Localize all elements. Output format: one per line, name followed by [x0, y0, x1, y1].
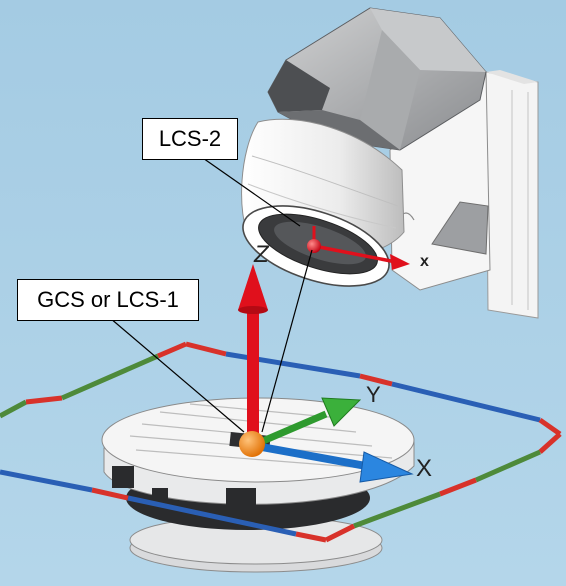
lcs1-x-label: X — [416, 455, 432, 482]
lcs1-triad — [238, 264, 414, 483]
gcs-callout: GCS or LCS-1 — [17, 279, 199, 321]
lcs1-z-label: Z — [253, 241, 270, 268]
lcs2-x-label: x — [420, 253, 429, 270]
machine-head — [241, 7, 539, 319]
lcs2-triad — [307, 226, 410, 270]
leader-lines — [109, 155, 313, 433]
travel-frame — [0, 341, 562, 543]
lcs2-callout: LCS-2 — [142, 118, 238, 160]
lcs1-y-label: Y — [366, 382, 381, 407]
